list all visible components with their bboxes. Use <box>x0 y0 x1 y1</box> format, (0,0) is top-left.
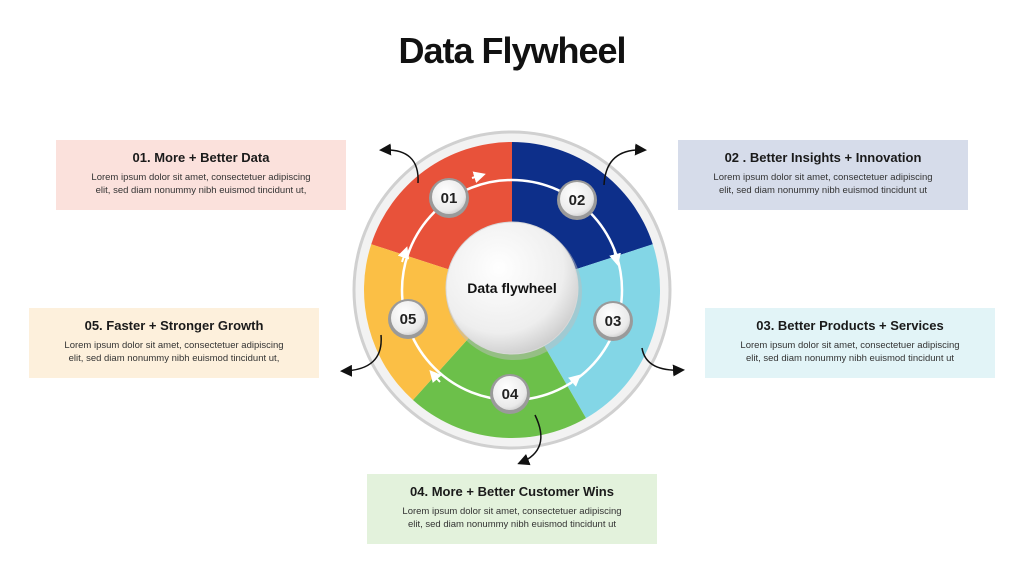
step-badge-04: 04 <box>490 374 530 414</box>
step-badge-01: 01 <box>429 178 469 218</box>
cycle-arrow-icon <box>568 374 582 387</box>
step-card-02: 02 . Better Insights + Innovation Lorem … <box>678 140 968 210</box>
step-heading: 04. More + Better Customer Wins <box>410 484 614 499</box>
curved-arrow-icon <box>379 143 419 184</box>
cycle-arrow-icon <box>429 370 442 383</box>
curved-arrow-icon <box>603 143 647 186</box>
cycle-arrow-icon <box>609 249 621 266</box>
segment-04 <box>412 290 586 438</box>
curved-arrow-icon <box>517 414 542 466</box>
step-card-04: 04. More + Better Customer Wins Lorem ip… <box>367 474 657 544</box>
page-title: Data Flywheel <box>398 30 626 71</box>
curved-arrow-icon <box>641 347 685 377</box>
step-heading: 02 . Better Insights + Innovation <box>724 150 922 165</box>
step-heading: 05. Faster + Stronger Growth <box>84 318 264 333</box>
step-heading: 01. More + Better Data <box>132 150 270 165</box>
step-badge-03: 03 <box>593 301 633 341</box>
step-description: Lorem ipsum dolor sit amet, consectetuer… <box>740 340 960 364</box>
cycle-arrow-icon <box>471 171 486 184</box>
cycle-arrow-icon <box>397 246 410 263</box>
step-description: Lorem ipsum dolor sit amet, consectetuer… <box>91 172 311 196</box>
svg-text:03: 03 <box>605 313 622 330</box>
step-badge-05: 05 <box>388 299 428 339</box>
step-heading: 03. Better Products + Services <box>756 318 944 333</box>
step-description: Lorem ipsum dolor sit amet, consectetuer… <box>713 172 933 196</box>
step-description: Lorem ipsum dolor sit amet, consectetuer… <box>64 340 284 364</box>
svg-text:02: 02 <box>569 192 586 209</box>
step-badge-02: 02 <box>557 180 597 220</box>
hub-circle <box>445 221 579 355</box>
step-card-01: 01. More + Better Data Lorem ipsum dolor… <box>56 140 346 210</box>
curved-arrow-icon <box>340 334 382 377</box>
step-card-05: 05. Faster + Stronger Growth Lorem ipsum… <box>29 308 319 378</box>
svg-text:05: 05 <box>400 311 417 328</box>
step-description: Lorem ipsum dolor sit amet, consectetuer… <box>402 506 622 530</box>
step-card-03: 03. Better Products + Services Lorem ips… <box>705 308 995 378</box>
svg-text:01: 01 <box>441 190 458 207</box>
svg-text:04: 04 <box>502 386 519 403</box>
hub-label: Data flywheel <box>467 280 556 296</box>
